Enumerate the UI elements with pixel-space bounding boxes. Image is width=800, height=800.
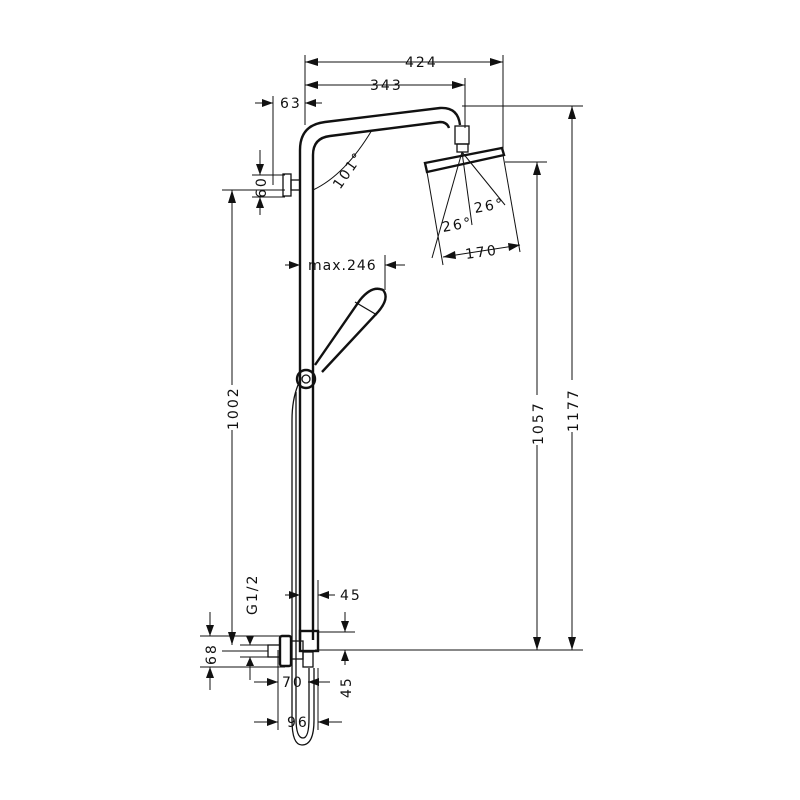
dim-outlet-drop: 45 (339, 676, 355, 698)
shower-rail (298, 106, 462, 640)
dim-bracket-height: 60 (254, 176, 270, 198)
dim-mixer-depth: 70 (282, 675, 304, 691)
hand-shower (295, 287, 387, 390)
dim-arm-reach: 343 (370, 78, 403, 94)
dim-spray-angle-1: 26° (473, 196, 506, 217)
dim-handshower-max: max.246 (308, 258, 377, 274)
dim-head-height: 1057 (531, 401, 547, 445)
dim-spray-angle-2: 26° (441, 215, 474, 236)
dim-mixer-width: 96 (287, 715, 309, 731)
dim-outlet-offset: 45 (340, 588, 362, 604)
dim-rail-height: 1002 (226, 386, 242, 430)
dim-arm-angle: 101° (330, 149, 367, 192)
dim-total-height: 1177 (566, 388, 582, 432)
wall-bracket (282, 173, 301, 197)
dim-wall-offset: 63 (280, 96, 302, 112)
dim-head-diameter: 170 (464, 243, 499, 263)
shower-hose (291, 384, 315, 746)
dim-thread: G1/2 (245, 574, 261, 615)
overhead-shower (423, 125, 506, 174)
dimension-lines (200, 55, 583, 730)
dim-mixer-height: 68 (204, 643, 220, 665)
dim-overall-width: 424 (405, 55, 438, 71)
